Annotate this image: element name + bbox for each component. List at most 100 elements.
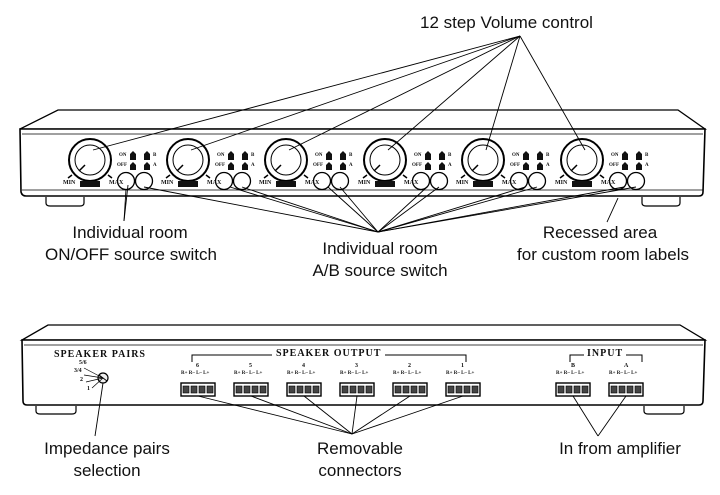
switch-on-label: ON <box>119 153 127 158</box>
onoff-callout-line2: ON/OFF source switch <box>45 245 217 264</box>
terminal-screw <box>341 385 349 394</box>
leader-line <box>123 184 129 222</box>
ab-source-switch[interactable] <box>330 171 350 191</box>
volume-knob[interactable] <box>263 138 309 182</box>
knob-min-label: MIN <box>259 180 272 186</box>
switch-a-label: A <box>448 163 452 168</box>
switch-b-label: B <box>645 153 649 158</box>
terminal-screw <box>610 385 618 394</box>
volume-knob[interactable] <box>362 138 408 182</box>
switch-symbol-icon <box>144 151 150 160</box>
input-letter: A <box>624 363 629 369</box>
ab-callout-line2: A/B source switch <box>312 261 448 280</box>
volume-knob[interactable] <box>67 138 113 182</box>
leader-line <box>377 186 440 233</box>
room-label-strip <box>276 181 296 187</box>
terminal-screw <box>626 385 634 394</box>
room-6 <box>559 138 646 191</box>
leader-line <box>288 35 521 151</box>
leader-line <box>229 186 379 233</box>
terminal-screw <box>402 385 410 394</box>
terminal-polarity-label: R+ R– L– L+ <box>446 371 475 376</box>
pair-option-34: 3/4 <box>74 368 82 374</box>
switch-on-label: ON <box>611 153 619 158</box>
input-title: INPUT <box>584 348 627 359</box>
leader-lines <box>92 35 637 437</box>
switch-symbol-icon <box>130 151 136 160</box>
switch-symbol-icon <box>340 151 346 160</box>
terminal-screw <box>471 385 479 394</box>
knob-min-label: MIN <box>63 180 76 186</box>
terminal-polarity-label: R+ R– L– L+ <box>234 371 263 376</box>
switch-b-label: B <box>546 153 550 158</box>
room-label-strip <box>178 181 198 187</box>
ab-source-switch[interactable] <box>429 171 449 191</box>
room-label-strip <box>375 181 395 187</box>
terminal-screw <box>557 385 565 394</box>
knob-min-label: MIN <box>555 180 568 186</box>
terminal-screw <box>235 385 243 394</box>
switch-symbol-icon <box>622 162 628 170</box>
terminal-polarity-label: R+ R– L– L+ <box>556 371 585 376</box>
ab-source-switch[interactable] <box>232 171 252 191</box>
switch-symbol-icon <box>425 162 431 170</box>
ab-source-switch[interactable] <box>626 171 646 191</box>
knob-max-label: MAX <box>207 180 222 186</box>
switch-a-label: A <box>349 163 353 168</box>
ab-source-switch[interactable] <box>527 171 547 191</box>
switch-on-label: ON <box>512 153 520 158</box>
onoff-source-switch[interactable] <box>608 171 628 191</box>
front-panel-top <box>19 109 708 130</box>
switch-off-label: OFF <box>609 163 619 168</box>
speaker-output-title: SPEAKER OUTPUT <box>272 348 386 359</box>
switch-symbol-icon <box>425 151 431 160</box>
output-number: 2 <box>408 363 411 369</box>
ab-source-switch[interactable] <box>134 171 154 191</box>
rear-panel-top <box>19 324 708 341</box>
amplifier-callout: In from amplifier <box>559 439 681 458</box>
speaker-output-connector <box>392 382 428 397</box>
leader-line <box>143 186 379 233</box>
speaker-pairs-title: SPEAKER PAIRS <box>54 349 146 360</box>
rear-connectors <box>180 382 644 397</box>
speaker-output-connector <box>445 382 481 397</box>
terminal-polarity-label: R+ R– L– L+ <box>340 371 369 376</box>
terminal-screw <box>634 385 642 394</box>
knob-min-label: MIN <box>358 180 371 186</box>
onoff-source-switch[interactable] <box>411 171 431 191</box>
switch-symbol-icon <box>523 162 529 170</box>
terminal-screw <box>573 385 581 394</box>
leader-line <box>351 395 464 435</box>
terminal-screw <box>182 385 190 394</box>
volume-knob[interactable] <box>460 138 506 182</box>
onoff-source-switch[interactable] <box>214 171 234 191</box>
terminal-screw <box>418 385 426 394</box>
leader-line <box>190 35 521 151</box>
leader-line <box>377 186 538 233</box>
switch-symbol-icon <box>636 162 642 170</box>
room-2 <box>165 138 252 191</box>
terminal-screw <box>618 385 626 394</box>
switch-on-label: ON <box>414 153 422 158</box>
switch-b-label: B <box>251 153 255 158</box>
recessed-callout-line2: for custom room labels <box>517 245 689 264</box>
terminal-screw <box>410 385 418 394</box>
switch-symbol-icon <box>523 151 529 160</box>
terminal-screw <box>463 385 471 394</box>
pair-option-56: 5/6 <box>79 360 87 366</box>
leader-line <box>351 395 411 435</box>
speaker-output-connector <box>339 382 375 397</box>
leader-line <box>303 395 353 435</box>
onoff-source-switch[interactable] <box>312 171 332 191</box>
room-label-strip <box>473 181 493 187</box>
knob-max-label: MAX <box>601 180 616 186</box>
switch-symbol-icon <box>326 162 332 170</box>
onoff-source-switch[interactable] <box>509 171 529 191</box>
switch-off-label: OFF <box>117 163 127 168</box>
speaker-output-connector <box>233 382 269 397</box>
switch-a-label: A <box>153 163 157 168</box>
terminal-screw <box>206 385 214 394</box>
switch-symbol-icon <box>439 162 445 170</box>
impedance-callout-line1: Impedance pairs <box>44 439 170 458</box>
